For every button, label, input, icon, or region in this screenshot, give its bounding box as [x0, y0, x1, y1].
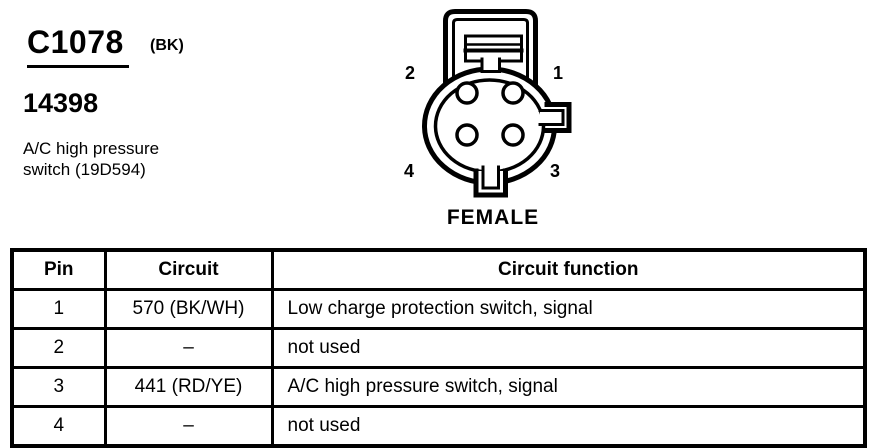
- column-header-circuit: Circuit: [103, 248, 274, 291]
- pin-2-hole: [455, 81, 479, 105]
- pin-cell: 3: [10, 366, 107, 408]
- connector-id: C1078: [27, 26, 129, 68]
- circuit-function-cell: not used: [270, 405, 867, 448]
- pin-callout-1: 1: [553, 63, 564, 83]
- pin-3-hole: [501, 123, 525, 147]
- pin-callout-2: 2: [405, 63, 416, 83]
- right-keyway-inner: [538, 109, 565, 126]
- circuit-function-cell: not used: [270, 327, 867, 369]
- table-row: 1 570 (BK/WH) Low charge protection swit…: [10, 288, 867, 330]
- pin-cell: 2: [10, 327, 107, 369]
- connector-gender-label: FEMALE: [446, 206, 540, 229]
- circuit-cell: 570 (BK/WH): [103, 288, 274, 330]
- column-header-pin: Pin: [10, 248, 107, 291]
- pin-callout-3: 3: [550, 161, 561, 181]
- bottom-index-inner: [481, 165, 500, 190]
- circuit-function-cell: A/C high pressure switch, signal: [270, 366, 867, 408]
- table-row: 2 – not used: [10, 327, 867, 369]
- pin-cell: 1: [10, 288, 107, 330]
- column-header-circuit-function: Circuit function: [270, 248, 867, 291]
- circuit-cell: –: [103, 327, 274, 369]
- connector-color-code: (BK): [150, 37, 184, 54]
- pin-4-hole: [455, 123, 479, 147]
- connector-body-inner: [433, 78, 546, 174]
- top-index-notch: [480, 57, 501, 73]
- circuit-cell: –: [103, 405, 274, 448]
- pin-cell: 4: [10, 405, 107, 448]
- circuit-function-cell: Low charge protection switch, signal: [270, 288, 867, 330]
- table-row: 3 441 (RD/YE) A/C high pressure switch, …: [10, 366, 867, 408]
- connector-description: A/C high pressure switch (19D594): [23, 139, 160, 179]
- pinout-table: Pin Circuit Circuit function 1 570 (BK/W…: [10, 248, 867, 448]
- pin-1-hole: [501, 81, 525, 105]
- table-header-row: Pin Circuit Circuit function: [10, 248, 867, 291]
- circuit-cell: 441 (RD/YE): [103, 366, 274, 408]
- pin-callout-4: 4: [404, 161, 415, 181]
- female-connector-diagram: [422, 9, 572, 198]
- circuit-number: 14398: [23, 88, 99, 118]
- table-row: 4 – not used: [10, 405, 867, 448]
